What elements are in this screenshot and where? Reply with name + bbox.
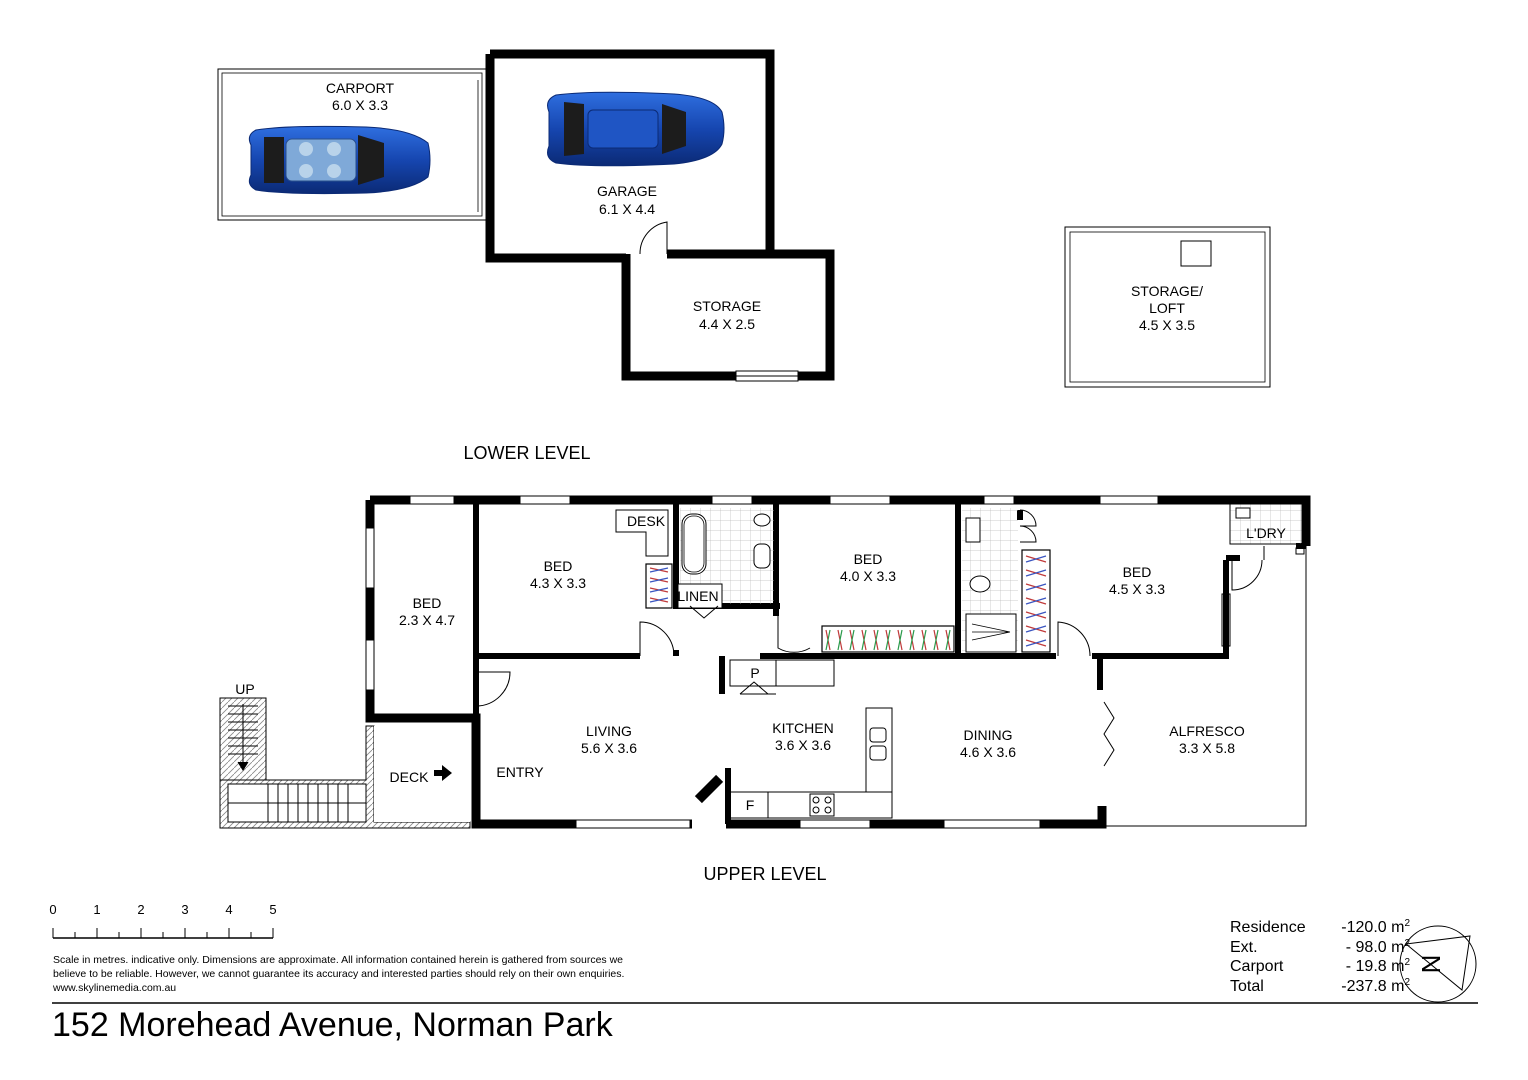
storage-dims: 4.4 X 2.5 — [699, 316, 755, 332]
dining-name: DINING — [964, 727, 1013, 743]
area-name: Carport — [1230, 958, 1284, 975]
loft-name: STORAGE/ — [1131, 283, 1203, 299]
scale-tick-1: 1 — [93, 902, 100, 917]
fridge-label: F — [746, 797, 755, 813]
deck-label: DECK — [390, 769, 430, 785]
area-row: Total -237.8 m2 — [1230, 977, 1410, 997]
up-label: UP — [235, 681, 254, 697]
disclaimer: Scale in metres. indicative only. Dimens… — [53, 953, 713, 995]
area-row: Carport - 19.8 m2 — [1230, 957, 1410, 977]
living-dims: 5.6 X 3.6 — [581, 740, 637, 756]
loft-name-2: LOFT — [1149, 300, 1185, 316]
loft-hatch — [1180, 240, 1212, 267]
bed4-dims: 4.5 X 3.3 — [1109, 581, 1165, 597]
area-name: Total — [1230, 977, 1264, 995]
bed1-dims: 2.3 X 4.7 — [399, 612, 455, 628]
area-row: Residence -120.0 m2 — [1230, 918, 1410, 938]
property-address: 152 Morehead Avenue, Norman Park — [52, 1006, 613, 1044]
desk-label: DESK — [627, 513, 666, 529]
pantry-label: P — [750, 665, 759, 681]
carport-name: CARPORT — [326, 80, 395, 96]
compass-icon: N — [1399, 925, 1477, 1003]
storage-name: STORAGE — [693, 298, 761, 314]
compass-letter: N — [1416, 955, 1446, 974]
scale-tick-3: 3 — [181, 902, 188, 917]
living-name: LIVING — [586, 723, 632, 739]
area-name: Ext. — [1230, 938, 1258, 956]
upper-level: BED 2.3 X 4.7 BED 4.3 X 3.3 BED 4.0 X 3.… — [219, 495, 1311, 884]
area-row: Ext. - 98.0 m2 — [1230, 938, 1410, 958]
disclaimer-line-2: believe to be reliable. However, we cann… — [53, 968, 625, 980]
car-carport — [248, 125, 431, 195]
scale-tick-4: 4 — [225, 902, 232, 917]
upper-level-title: UPPER LEVEL — [703, 864, 826, 884]
wardrobes — [645, 549, 1051, 653]
bed2-name: BED — [544, 558, 573, 574]
alfresco-name: ALFRESCO — [1169, 723, 1245, 739]
website-link[interactable]: www.skylinemedia.com.au — [53, 982, 177, 994]
dining-dims: 4.6 X 3.6 — [960, 744, 1016, 760]
scale-tick-5: 5 — [269, 902, 276, 917]
garage-name: GARAGE — [597, 183, 657, 199]
car-garage — [547, 91, 725, 167]
area-value: -120.0 m2 — [1341, 918, 1410, 937]
garage-dims: 6.1 X 4.4 — [599, 201, 655, 217]
area-summary: Residence -120.0 m2 Ext. - 98.0 m2 Carpo… — [1230, 918, 1410, 996]
area-value: - 19.8 m2 — [1345, 957, 1410, 976]
deck-arrow — [434, 765, 452, 781]
carport-dims: 6.0 X 3.3 — [332, 97, 388, 113]
kitchen-dims: 3.6 X 3.6 — [775, 737, 831, 753]
bed4-name: BED — [1123, 564, 1152, 580]
bed3-dims: 4.0 X 3.3 — [840, 568, 896, 584]
garage-walls — [485, 49, 775, 263]
scale-bar: 0 1 2 3 4 5 — [49, 902, 277, 939]
lower-level-title: LOWER LEVEL — [463, 443, 590, 463]
disclaimer-line-1: Scale in metres. indicative only. Dimens… — [53, 954, 623, 966]
lower-level: CARPORT 6.0 X 3.3 GARAGE 6.1 X 4.4 STORA… — [217, 49, 1271, 463]
bed1-name: BED — [413, 595, 442, 611]
linen-label: LINEN — [677, 588, 718, 604]
scale-tick-0: 0 — [49, 902, 56, 917]
area-value: -237.8 m2 — [1341, 976, 1410, 995]
kitchen-name: KITCHEN — [772, 720, 833, 736]
interior-walls — [473, 504, 1306, 824]
area-name: Residence — [1230, 919, 1306, 936]
entry-label: ENTRY — [496, 764, 544, 780]
bed3-name: BED — [854, 551, 883, 567]
loft-outline — [1064, 226, 1271, 388]
scale-tick-2: 2 — [137, 902, 144, 917]
alfresco-dims: 3.3 X 5.8 — [1179, 740, 1235, 756]
bed2-dims: 4.3 X 3.3 — [530, 575, 586, 591]
laundry-label: L'DRY — [1246, 525, 1286, 541]
storage-walls — [621, 249, 835, 381]
loft-dims: 4.5 X 3.5 — [1139, 317, 1195, 333]
area-value: - 98.0 m2 — [1345, 937, 1410, 956]
